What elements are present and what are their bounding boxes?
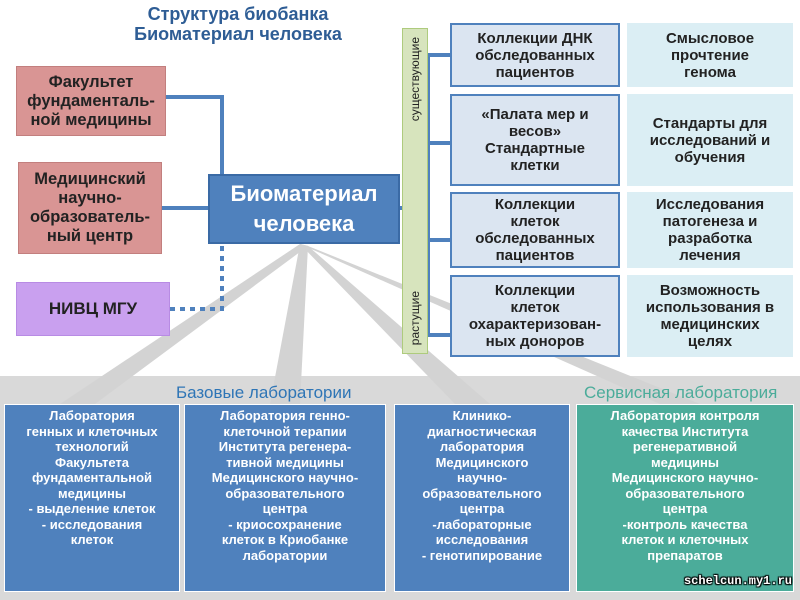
collection-box-3: Коллекции клеток обследованных пациентов	[450, 192, 620, 268]
collection-box-1: Коллекции ДНК обследованных пациентов	[450, 23, 620, 87]
medcenter-box: Медицинский научно- образователь- ный це…	[18, 162, 162, 254]
title-line-2: Биоматериал человека	[134, 24, 342, 44]
purpose-box-1: Смысловое прочтение генома	[627, 23, 793, 87]
purpose-box-4: Возможность использования в медицинских …	[627, 275, 793, 357]
ray-to-lab-2	[270, 244, 308, 404]
lab-box-1: Лаборатория генных и клеточных технологи…	[4, 404, 180, 592]
label-existing: существующие	[408, 37, 422, 122]
purpose-box-2: Стандарты для исследований и обучения	[627, 94, 793, 186]
faculty-box: Факультет фундаменталь- ной медицины	[16, 66, 166, 136]
section-base-labs: Базовые лаборатории	[176, 383, 352, 402]
section-service-lab: Сервисная лаборатория	[584, 383, 778, 402]
connector-nivc	[170, 244, 224, 311]
lab-box-3: Клинико- диагностическая лаборатория Мед…	[394, 404, 570, 592]
ray-to-lab-3	[300, 244, 490, 404]
purpose-box-3: Исследования патогенеза и разработка леч…	[627, 192, 793, 268]
center-box: Биоматериал человека	[208, 174, 400, 244]
ray-to-lab-1	[60, 244, 308, 404]
watermark-text: schelcun.my1.ru	[683, 574, 792, 588]
vertical-label-strip: существующие растущие	[402, 28, 428, 354]
title-line-1: Структура биобанка	[147, 4, 329, 24]
nivc-box: НИВЦ МГУ	[16, 282, 170, 336]
collection-box-2: «Палата мер и весов» Стандартные клетки	[450, 94, 620, 186]
lab-box-2: Лаборатория генно- клеточной терапии Инс…	[184, 404, 386, 592]
lab-box-4: Лаборатория контроля качества Института …	[576, 404, 794, 592]
label-growing: растущие	[408, 290, 422, 345]
connector-faculty	[166, 95, 224, 178]
collection-box-4: Коллекции клеток охарактеризован- ных до…	[450, 275, 620, 357]
